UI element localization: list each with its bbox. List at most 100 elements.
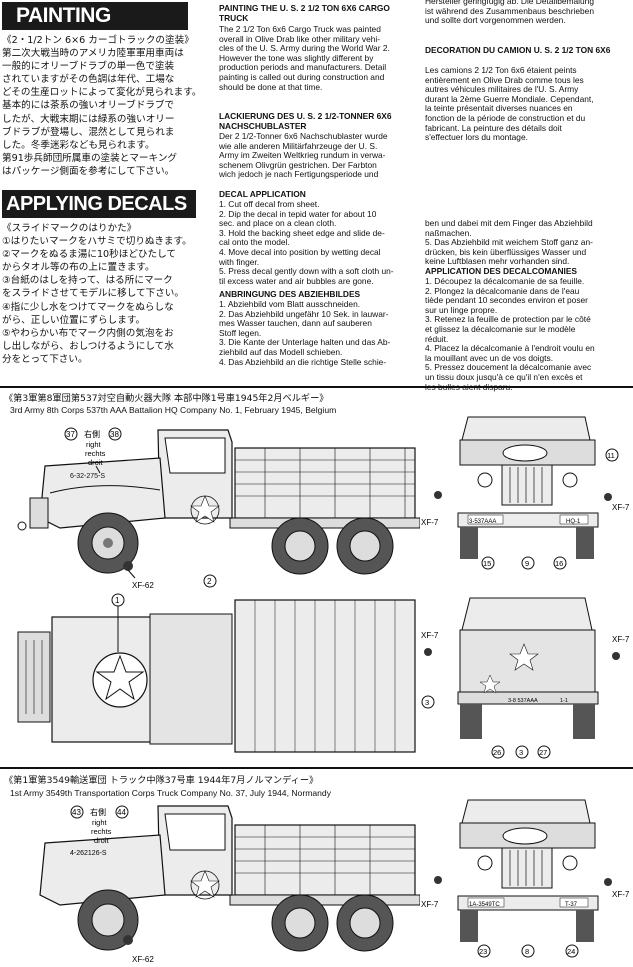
painting-en-line: However the tone was slightly different … (219, 52, 374, 63)
front2-plate-right: T-37 (565, 902, 578, 908)
anbringung-line: 3. Die Kante der Unterlage halten und da… (219, 337, 391, 348)
painting-jp-line: されていますがその色調は年代、工場な (2, 74, 175, 86)
rear-callout-3: 3 (425, 698, 429, 707)
lackierung-line: Army im Zweiten Weltkrieg rundum in verw… (219, 150, 386, 161)
lackierung-cont-line: und sollte dort vorgenommen werden. (425, 15, 566, 26)
application-decalcomanies-text: 1. Découpez la décalcomanie de sa feuill… (425, 276, 595, 392)
decal-application-text: 1. Cut off decal from sheet.2. Dip the d… (219, 199, 394, 286)
rear-plate-left: 3-8 537AAA (508, 698, 538, 704)
decals-jp-line: 《スライドマークのはりかた》 (2, 223, 137, 234)
decals-jp-line: がら、正しい位置にずらします。 (2, 314, 146, 326)
decals-jp-line: ④指に少し水をつけてマークをぬらしな (2, 301, 174, 313)
callout-38: 38 (110, 430, 119, 439)
rear-xf7-right: XF-7 (612, 635, 630, 644)
callout-11: 11 (607, 451, 615, 460)
truck2-side-view: 4-262126-S 43 44 右側 right rechts droit X… (39, 805, 420, 964)
xf62-label-2: XF-62 (132, 955, 154, 964)
lackierung-line: Der 2 1/2-Tonner 6x6 Nachschublaster wur… (219, 131, 388, 141)
anbringung-line: 1. Abziehbild vom Blatt ausschneiden. (219, 299, 361, 309)
wheel-front (77, 512, 139, 574)
anbringung-cont-line: naßmachen. (425, 227, 472, 238)
right-side-jp: 右側 (84, 429, 100, 439)
right-side-fr-2: droit (94, 836, 110, 845)
anbringung-cont-line: 5. Das Abziehbild mit weichem Stoff ganz… (425, 237, 593, 248)
decalcomanie-step-line: 3. Retenez la feuille de protection par … (425, 314, 591, 325)
anbringung-cont-line: keine Luftblasen mehr vorhanden sind. (425, 256, 570, 267)
painting-jp-line: どその生産ロットによって変化が見られます。 (2, 87, 202, 99)
decal-step-line: 1. Cut off decal from sheet. (219, 199, 320, 209)
callout-24: 24 (567, 947, 575, 956)
decalcomanie-step-line: 5. Pressez doucement la décalcomanie ave… (425, 362, 592, 373)
anbringung-line: 4. Das Abziehbild an die richtige Stelle… (219, 356, 387, 367)
painting-jp-line: 《2・1/2トン 6×6 カーゴトラックの塗装》 (2, 35, 194, 46)
wheel-rear-1 (271, 517, 329, 575)
anbringung-text: 1. Abziehbild vom Blatt ausschneiden.2. … (219, 299, 391, 367)
decals-jp-line: し出しながら、おしつけるようにして水 (2, 340, 174, 352)
truck1-top-view: 1 (17, 593, 416, 753)
decals-jp-line: をスライドさせてモデルに移して下さい。 (2, 288, 184, 300)
decalcomanie-step-line: et glissez la décalcomanie sur le modèle (425, 323, 576, 334)
decal-step-line: 2. Dip the decal in tepid water for abou… (219, 208, 377, 219)
decoration-title: DECORATION DU CAMION U. S. 2 1/2 TON 6X6 (425, 45, 611, 55)
decoration-line: s'effectuer lors du montage. (425, 132, 528, 143)
painting-en-line: overall in Olive Drab like other militar… (219, 33, 381, 44)
anbringung-cont-line: ben und dabei mit dem Finger das Abziehb… (425, 218, 593, 228)
decalcomanie-step-line: un tissu doux jusqu'à ce qu'il n'en excè… (425, 371, 583, 382)
decalcomanie-step-line: réduit. (425, 333, 449, 344)
callout-2: 2 (207, 577, 212, 586)
lackierung-cont-line: Hersteller geringfügig ab. Die Detailbem… (425, 0, 594, 6)
xf7-right: XF-7 (612, 503, 630, 512)
callout-26: 26 (493, 748, 501, 757)
painting-en-line: production periods and manufacturers. De… (219, 62, 387, 73)
decoration-line: la teinte présentait diverses nuances en (425, 103, 573, 114)
painting-en-text: The 2 1/2 Ton 6x6 Cargo Truck was painte… (219, 24, 390, 92)
anbringung-continued-text: ben und dabei mit dem Finger das Abziehb… (425, 218, 593, 267)
right-side-fr: droit (88, 458, 104, 467)
callout-9: 9 (525, 559, 529, 568)
truck1-front-view: 3-537AAA HQ-1 11 XF-7 XF-7 15 9 16 (421, 416, 630, 570)
decoration-text: Les camions 2 1/2 Ton 6x6 étaient peints… (425, 65, 594, 143)
painting-en-line: should be done at that time. (219, 81, 323, 92)
front-plate-left: 3-537AAA (469, 519, 496, 525)
painting-en-line: The 2 1/2 Ton 6x6 Cargo Truck was painte… (219, 24, 381, 34)
section2-divider (0, 767, 633, 769)
decals-jp-line: ②マークをぬるま湯に10秒ほどひたして (2, 249, 177, 261)
painting-jp-line: 第91歩兵師団所属車の塗装とマーキング (2, 152, 178, 164)
section2-caption-jp: 《第1軍第3549輸送軍団 トラック中隊37号車 1944年7月ノルマンディー》 (4, 775, 319, 786)
right-side-en-2: right (92, 818, 108, 827)
right-side-de-2: rechts (91, 827, 112, 836)
decalcomanie-step-line: 1. Découpez la décalcomanie de sa feuill… (425, 276, 585, 286)
decal-step-line: sec. and place on a clean cloth. (219, 218, 337, 229)
decalcomanie-step-line: tiède pendant 10 secondes environ et pos… (425, 295, 588, 306)
painting-jp-line: 第二次大戦当時のアメリカ陸軍軍用車両は (2, 48, 184, 60)
lackierung-text: Der 2 1/2-Tonner 6x6 Nachschublaster wur… (219, 131, 388, 180)
section1-caption-en: 3rd Army 8th Corps 537th AAA Battalion H… (10, 405, 337, 415)
callout-1: 1 (115, 596, 120, 605)
decal-application-title: DECAL APPLICATION (219, 189, 306, 199)
section1-caption-jp: 《第3軍第8軍団第537対空自動火器大隊 本部中隊1号車1945年2月ベルギー》 (4, 393, 329, 404)
decoration-line: fonction de la période de construction e… (425, 112, 586, 123)
callout-23: 23 (479, 947, 487, 956)
lackierung-line: wich jedoch je nach Fertigungsperiode un… (219, 169, 379, 180)
painting-jp-text: 《2・1/2トン 6×6 カーゴトラックの塗装》第二次大戦当時のアメリカ陸軍軍用… (2, 34, 201, 178)
anbringung-line: ziehbild auf das Modell schieben. (219, 346, 343, 357)
application-decalcomanies-title: APPLICATION DES DECALCOMANIES (425, 266, 577, 276)
painting-jp-line: はパッケージ側面を参考にして下さい。 (2, 165, 175, 177)
section2-caption-en: 1st Army 3549th Transportation Corps Tru… (10, 788, 331, 798)
decal-step-line: 5. Press decal gently down with a soft c… (219, 266, 394, 277)
painting-jp-line: した。冬季迷彩なども見られます。 (2, 139, 155, 151)
anbringung-line: 2. Das Abziehbild ungefähr 10 Sek. in la… (219, 308, 389, 319)
decoration-line: autres véhicules militaires de l'U. S. A… (425, 84, 579, 95)
decalcomanie-step-line: 2. Plongez la décalcomanie dans de l'eau (425, 285, 580, 296)
painting-jp-line: したが、大戦末期には緑系の強いオリー (2, 113, 175, 125)
xf7-left-2: XF-7 (421, 900, 439, 909)
callout-8: 8 (525, 947, 529, 956)
callout-37: 37 (66, 430, 75, 439)
painting-en-line: painting is called out during constructi… (219, 71, 385, 82)
painting-jp-line: 基本的には茶系の強いオリーブドラブで (2, 100, 175, 112)
anbringung-line: Stoff legen. (219, 327, 262, 338)
painting-jp-line: ブドラブが登場し、混然として見られま (2, 126, 175, 138)
decals-jp-text: 《スライドマークのはりかた》①はりたいマークをハサミで切りぬきます。②マークをぬ… (2, 222, 192, 366)
decals-jp-line: ⑤やわらかい布でマーク内側の気泡をお (2, 327, 174, 339)
painting-jp-line: 一般的にオリーブドラブの単一色で塗装 (2, 61, 175, 73)
